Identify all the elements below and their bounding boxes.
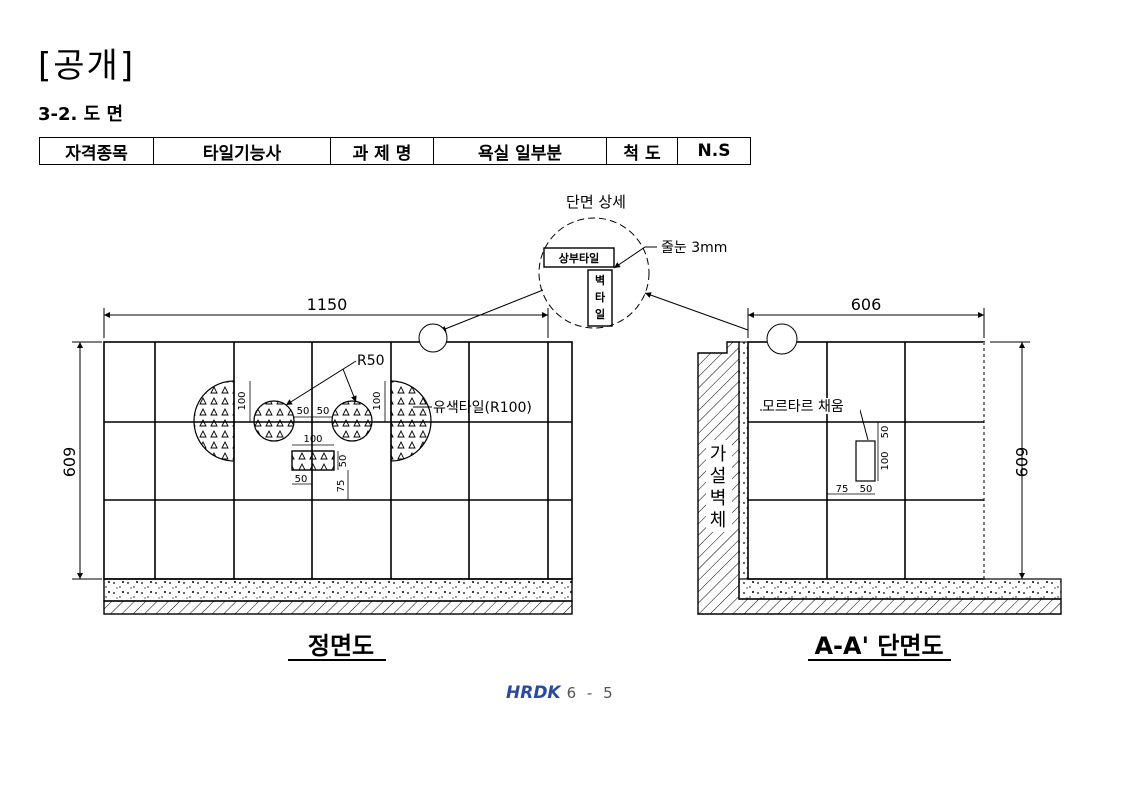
detail-marker-front [418, 323, 448, 353]
section-elevation: 606 609 가 설 벽 체 모르타르 채움 50 [697, 295, 1062, 661]
wall-char-4: 체 [710, 510, 727, 531]
section-height-value: 609 [1012, 447, 1031, 478]
temporary-wall-label-bg [706, 440, 732, 532]
color-tile-circle-right [331, 400, 373, 442]
dim-50-rect-v: 50 [338, 455, 349, 468]
detail-leader-section [644, 292, 749, 331]
label-task: 과 제 명 [330, 137, 434, 165]
value-scale: N.S [677, 137, 751, 165]
front-width-value: 1150 [307, 295, 348, 314]
color-tile-right-half [390, 380, 432, 462]
dim-50-a: 50 [297, 406, 310, 417]
page-title: [공개] [38, 46, 136, 86]
mortar-label: 모르타르 채움 [762, 399, 844, 415]
wall-char-3: 벽 [710, 488, 727, 509]
dim-75: 75 [336, 480, 347, 493]
front-elevation: 1150 609 R50 100 [60, 295, 573, 661]
section-mortar-backing [738, 341, 749, 580]
front-view-label: 정면도 [308, 632, 374, 660]
mortar-label-bg [762, 398, 860, 414]
detail-marker-section [766, 323, 798, 355]
section-width-value: 606 [851, 295, 882, 314]
section-tile-grid [748, 342, 984, 579]
section-view-label: A-A' 단면도 [814, 632, 943, 660]
radius-leader-left [285, 360, 357, 406]
radius-leader-right [342, 368, 357, 403]
color-tile-rect [291, 450, 335, 471]
dim-50-rect-h: 50 [295, 474, 308, 485]
joint-label: 줄눈 3mm [661, 240, 727, 256]
hrdk-logo: HRDK [506, 683, 561, 703]
wall-char-1: 가 [710, 444, 727, 465]
page-number: 6 - 5 [566, 684, 616, 702]
front-floor-mortar [103, 578, 573, 602]
color-tile-label: 유색타일(R100) [433, 400, 532, 416]
radius-label: R50 [357, 353, 385, 369]
color-tile-circle-left [253, 400, 295, 442]
detail-leader-front [439, 289, 544, 332]
section-dim-100: 100 [880, 451, 891, 470]
wall-char-2: 설 [710, 466, 727, 487]
section-dim-50-v: 50 [880, 426, 891, 439]
color-tile-left-half [193, 380, 235, 462]
value-task: 욕실 일부분 [433, 137, 607, 165]
dim-50-b: 50 [317, 406, 330, 417]
upper-tile-label: 상부타일 [559, 251, 599, 265]
section-heading: 3-2. 도 면 [38, 104, 124, 125]
detail-title: 단면 상세 [566, 193, 626, 211]
wall-tile-box [587, 269, 613, 327]
upper-tile-box [543, 247, 615, 268]
info-table: 자격종목 타일기능사 과 제 명 욕실 일부분 척 도 N.S [39, 137, 751, 165]
mortar-fill-opening [855, 440, 876, 482]
dim-100-rect: 100 [303, 434, 322, 445]
footer: HRDK 6 - 5 [506, 683, 616, 703]
dim-100-left-value: 100 [237, 391, 248, 410]
dim-100-right-value: 100 [372, 391, 383, 410]
detail-circle [538, 217, 650, 329]
section-detail: 단면 상세 상부타일 벽 타 일 줄눈 3mm [439, 193, 749, 332]
wall-tile-char-3: 일 [595, 307, 605, 321]
section-dim-50-h: 50 [860, 484, 873, 495]
section-floor-mortar [738, 578, 1062, 600]
label-scale: 척 도 [606, 137, 678, 165]
front-height-value: 609 [60, 447, 79, 478]
front-floor-slab [103, 600, 573, 615]
joint-leader [613, 246, 657, 269]
wall-tile-char-2: 타 [595, 290, 606, 304]
section-dim-75: 75 [836, 484, 849, 495]
wall-tile-char-1: 벽 [595, 273, 605, 287]
